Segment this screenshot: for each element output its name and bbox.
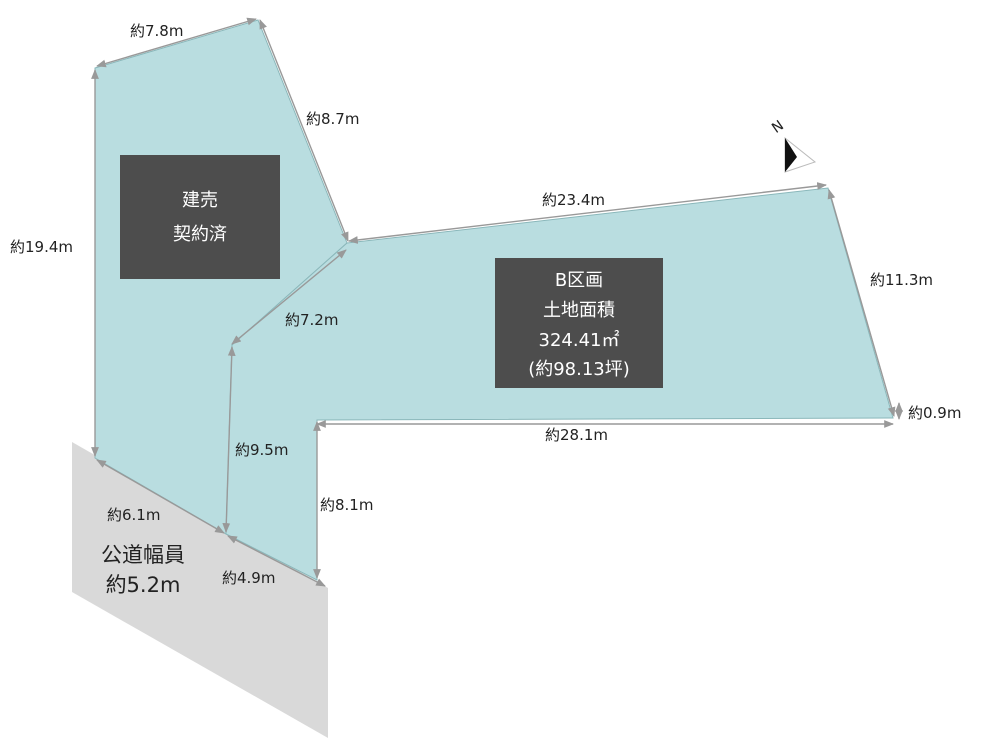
dim-label-bottom-vertical: 約8.1m [320,496,373,514]
dim-label-upper-diagonal: 約8.7m [306,110,359,128]
north-arrow-icon: N [769,118,817,173]
dim-label-right-small: 約0.9m [908,404,961,422]
lot-b-label-line1: B区画 [555,270,603,291]
dim-line-top-long [348,182,827,244]
dim-label-top-long: 約23.4m [542,191,605,209]
sold-lot-label-line2: 契約済 [173,224,227,245]
dimension-lines [91,17,903,587]
north-label: N [769,118,787,137]
lot-b-label-box: B区画 土地面積 324.41㎡ (約98.13坪) [495,258,663,388]
dim-line-upper-diagonal [259,19,349,242]
dim-label-inner-vertical: 約9.5m [235,441,288,459]
dim-line-inner-vertical [222,346,236,533]
dim-label-bottom-long: 約28.1m [545,426,608,444]
dim-label-inner-diagonal: 約7.2m [285,311,338,329]
dim-line-inner-diagonal [231,249,347,345]
dim-line-frontage-left [96,459,225,534]
dim-label-frontage-right: 約4.9m [222,569,275,587]
road-label-line1: 公道幅員 [101,543,185,567]
dim-line-right-side [827,189,896,417]
dim-line-top-left [96,17,257,68]
road-label-line2: 約5.2m [106,573,181,597]
sold-lot-label-box: 建売 契約済 [120,155,280,279]
lot-b-label-line2: 土地面積 [543,300,615,321]
dim-label-frontage-left: 約6.1m [107,506,160,524]
sold-lot-label-line1: 建売 [182,190,218,211]
dim-label-top-left: 約7.8m [130,22,183,40]
dim-label-left-side: 約19.4m [10,238,73,256]
lot-b-label-line4: (約98.13坪) [528,359,630,380]
dim-label-right-side: 約11.3m [870,271,933,289]
dim-line-frontage-right [227,535,326,587]
lot-b-label-line3: 324.41㎡ [539,329,620,351]
